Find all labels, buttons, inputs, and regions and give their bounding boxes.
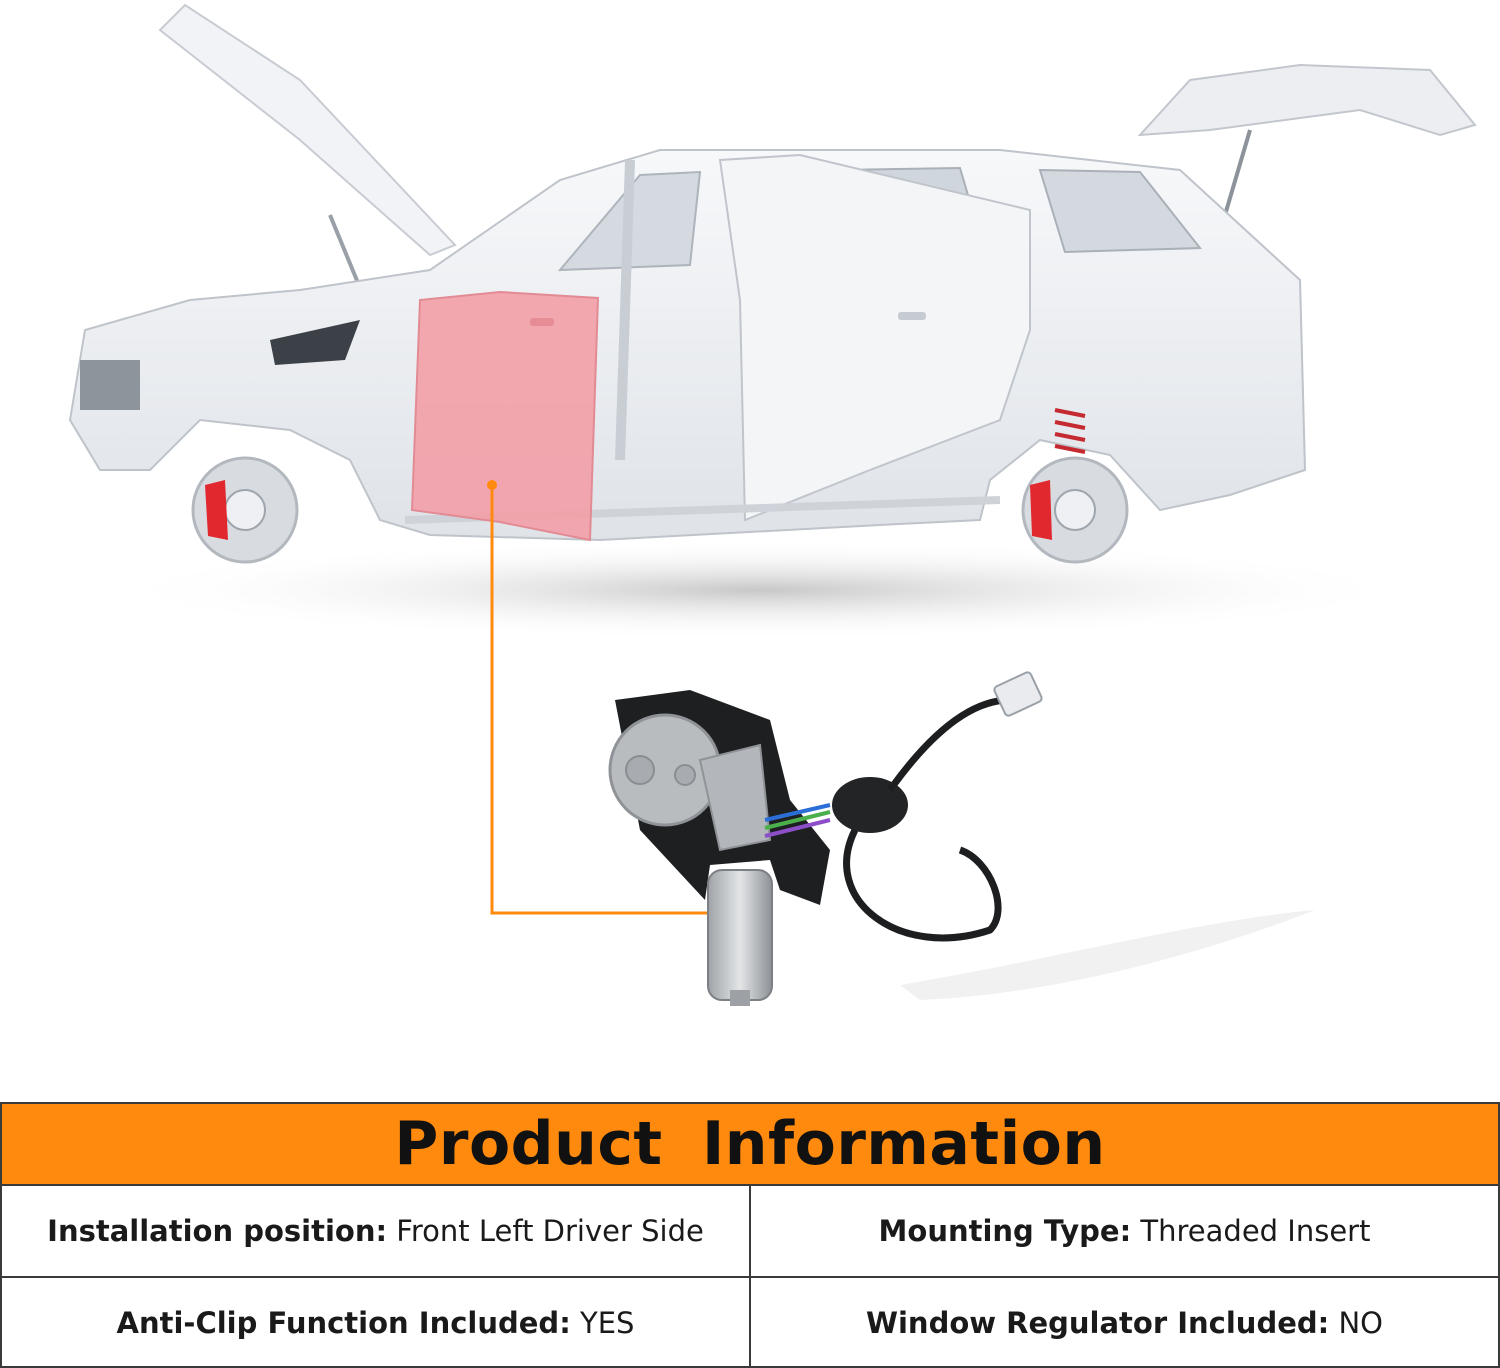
car-illustration	[68, 3, 1477, 1006]
car-shadow	[100, 540, 1420, 640]
spec-separator: :	[559, 1306, 571, 1340]
wire-connector	[993, 671, 1043, 717]
info-row: Installation position: Front Left Driver…	[2, 1186, 1498, 1278]
spec-label: Window Regulator Included	[866, 1306, 1318, 1340]
spec-installation-position: Installation position: Front Left Driver…	[2, 1186, 751, 1276]
motor-can	[707, 869, 773, 1001]
rear-coil-spring	[1054, 408, 1086, 454]
front-left-door-highlight	[410, 290, 600, 542]
info-row: Anti-Clip Function Included: YES Window …	[2, 1278, 1498, 1368]
spec-separator: :	[375, 1214, 388, 1248]
rear-brake-caliper	[1030, 480, 1052, 540]
spec-value: Threaded Insert	[1131, 1214, 1371, 1248]
rear-wheel	[1021, 408, 1129, 564]
spec-label: Anti-Clip Function Included	[116, 1306, 560, 1340]
front-brake-caliper	[205, 480, 228, 540]
spec-label: Installation position	[47, 1214, 376, 1248]
spec-window-regulator-included: Window Regulator Included: NO	[751, 1278, 1498, 1368]
car-window-rear	[1038, 168, 1203, 254]
car-tailgate	[1137, 63, 1477, 137]
spec-label: Mounting Type	[878, 1214, 1120, 1248]
spec-value: YES	[570, 1306, 635, 1340]
spec-value: NO	[1329, 1306, 1383, 1340]
spec-anti-clip-function: Anti-Clip Function Included: YES	[2, 1278, 751, 1368]
front-wheel	[191, 456, 299, 564]
car-hood	[158, 3, 457, 257]
car-rear-door	[718, 153, 1031, 522]
product-illustration	[68, 3, 1477, 1006]
spec-value: Front Left Driver Side	[387, 1214, 704, 1248]
spec-mounting-type: Mounting Type: Threaded Insert	[751, 1186, 1498, 1276]
spec-separator: :	[1317, 1306, 1330, 1340]
product-information-table: Product Information Installation positio…	[0, 1102, 1500, 1368]
spec-separator: :	[1119, 1214, 1132, 1248]
product-information-title: Product Information	[394, 1109, 1106, 1179]
product-information-header: Product Information	[2, 1104, 1498, 1186]
window-motor-product	[608, 671, 1315, 1006]
